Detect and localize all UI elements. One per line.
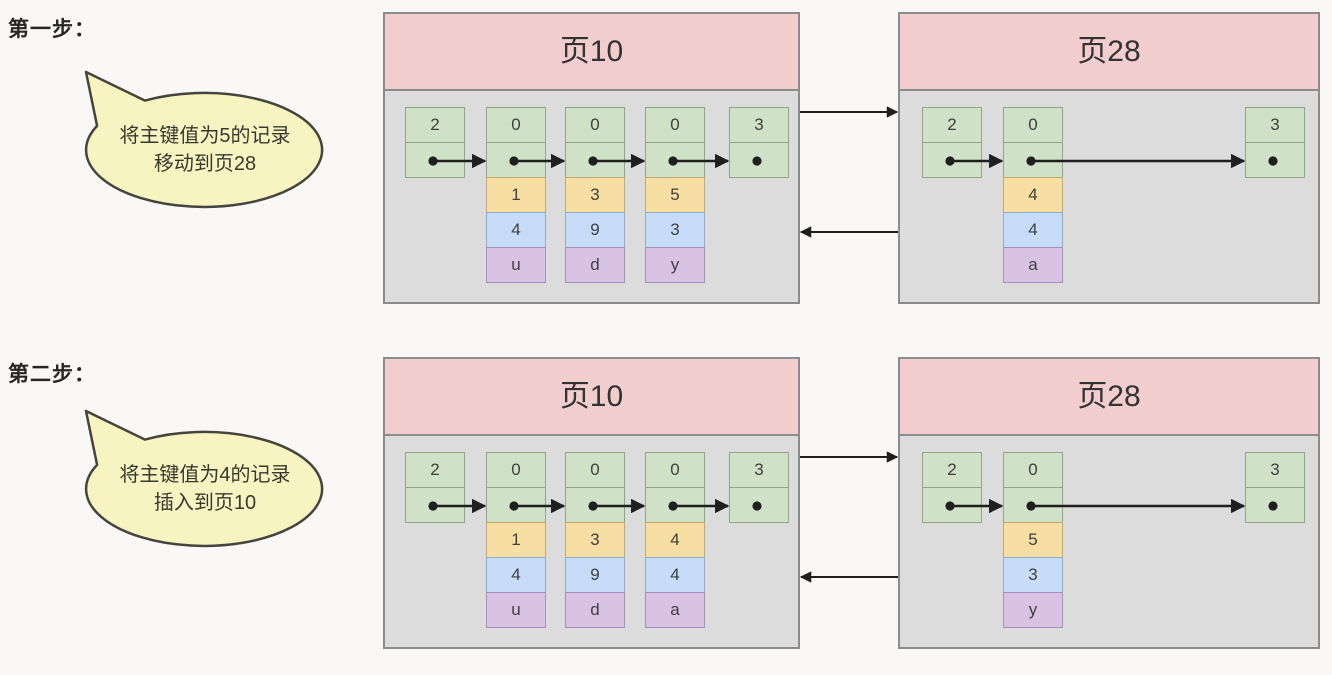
infimum-record: 2: [405, 452, 465, 523]
page-header: 页10: [385, 14, 798, 91]
primary-key-cell: 4: [645, 522, 705, 558]
infimum-record: 2: [405, 107, 465, 178]
next-pointer-cell: [486, 142, 546, 178]
next-pointer-cell: [729, 487, 789, 523]
next-pointer-cell: [645, 142, 705, 178]
column-value-cell: a: [1003, 247, 1063, 283]
primary-key-cell: 1: [486, 522, 546, 558]
infimum-record: 2: [922, 452, 982, 523]
record-type-cell: 3: [729, 107, 789, 143]
page-title: 页28: [1077, 380, 1141, 413]
next-pointer-cell: [1245, 487, 1305, 523]
record-type-cell: 3: [1245, 107, 1305, 143]
record-type-cell: 0: [645, 107, 705, 143]
record-type-cell: 2: [922, 107, 982, 143]
column-value-cell: 4: [486, 557, 546, 593]
next-pointer-cell: [565, 487, 625, 523]
step-label: 第一步：: [8, 18, 96, 41]
bubble-line: 插入到页10: [153, 492, 257, 514]
column-value-cell: 4: [645, 557, 705, 593]
column-value-cell: d: [565, 592, 625, 628]
primary-key-cell: 5: [1003, 522, 1063, 558]
record-type-cell: 0: [1003, 107, 1063, 143]
record-type-cell: 0: [565, 452, 625, 488]
primary-key-cell: 5: [645, 177, 705, 213]
next-pointer-cell: [405, 487, 465, 523]
primary-key-cell: 3: [565, 522, 625, 558]
next-pointer-cell: [729, 142, 789, 178]
column-value-cell: y: [645, 247, 705, 283]
column-value-cell: u: [486, 247, 546, 283]
record-type-cell: 0: [645, 452, 705, 488]
next-pointer-cell: [486, 487, 546, 523]
record-type-cell: 2: [922, 452, 982, 488]
supremum-record: 3: [1245, 107, 1305, 178]
record-type-cell: 2: [405, 107, 465, 143]
column-value-cell: u: [486, 592, 546, 628]
column-value-cell: 3: [645, 212, 705, 248]
page-header: 页10: [385, 359, 798, 436]
record-type-cell: 0: [565, 107, 625, 143]
page-header: 页28: [900, 359, 1318, 436]
page-title: 页10: [559, 35, 624, 68]
page-title: 页28: [1077, 35, 1141, 68]
bubble-line: 将主键值为5的记录: [119, 125, 291, 147]
speech-bubble-text: 将主键值为5的记录 移动到页28: [84, 122, 326, 178]
record-type-cell: 0: [486, 452, 546, 488]
primary-key-cell: 4: [1003, 177, 1063, 213]
column-value-cell: 3: [1003, 557, 1063, 593]
record-type-cell: 3: [1245, 452, 1305, 488]
primary-key-cell: 1: [486, 177, 546, 213]
column-value-cell: d: [565, 247, 625, 283]
bubble-line: 将主键值为4的记录: [119, 464, 291, 486]
supremum-record: 3: [729, 107, 789, 178]
record-type-cell: 2: [405, 452, 465, 488]
primary-key-cell: 3: [565, 177, 625, 213]
next-pointer-cell: [1245, 142, 1305, 178]
page-title: 页10: [559, 380, 624, 413]
column-value-cell: 9: [565, 557, 625, 593]
next-pointer-cell: [922, 487, 982, 523]
supremum-record: 3: [1245, 452, 1305, 523]
next-pointer-cell: [565, 142, 625, 178]
column-value-cell: y: [1003, 592, 1063, 628]
next-pointer-cell: [1003, 142, 1063, 178]
record-type-cell: 0: [486, 107, 546, 143]
supremum-record: 3: [729, 452, 789, 523]
bubble-line: 移动到页28: [153, 153, 257, 175]
column-value-cell: 4: [1003, 212, 1063, 248]
next-pointer-cell: [405, 142, 465, 178]
page-header: 页28: [900, 14, 1318, 91]
infimum-record: 2: [922, 107, 982, 178]
step-label: 第二步：: [8, 363, 96, 386]
column-value-cell: 9: [565, 212, 625, 248]
next-pointer-cell: [1003, 487, 1063, 523]
next-pointer-cell: [922, 142, 982, 178]
speech-bubble-text: 将主键值为4的记录 插入到页10: [84, 461, 326, 517]
record-type-cell: 0: [1003, 452, 1063, 488]
record-type-cell: 3: [729, 452, 789, 488]
column-value-cell: 4: [486, 212, 546, 248]
column-value-cell: a: [645, 592, 705, 628]
next-pointer-cell: [645, 487, 705, 523]
